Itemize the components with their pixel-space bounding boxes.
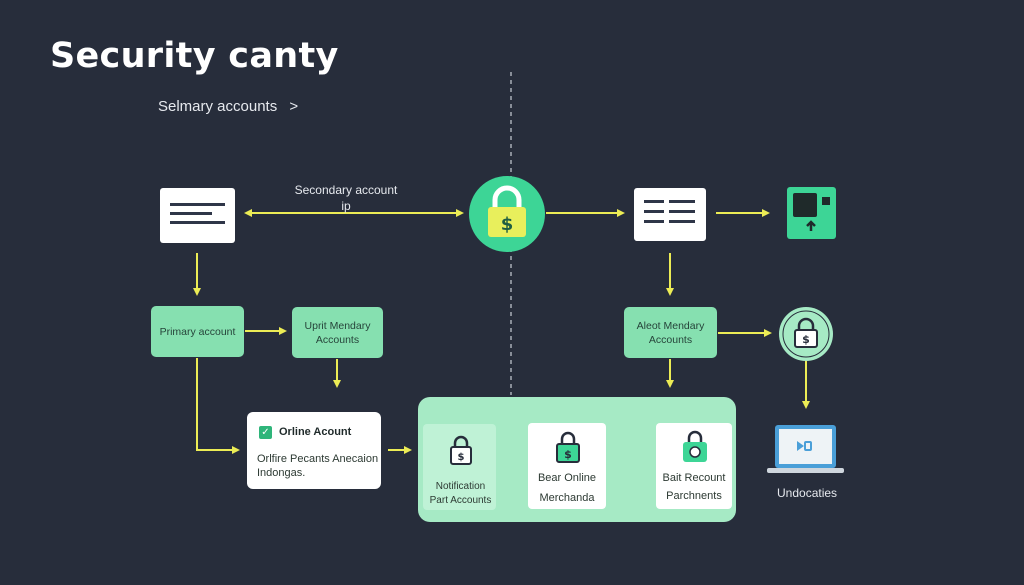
breadcrumb-label: Selmary accounts	[158, 98, 278, 115]
accounts-panel: $ Notification Part Accounts $ Bear Onli…	[418, 397, 736, 522]
page-title: Security canty	[50, 36, 339, 76]
laptop-icon	[767, 425, 844, 475]
online-account-body: Orlfire Pecants Anecaion Indongas.	[257, 453, 379, 479]
aleot-mendary-box[interactable]: Aleot Mendary Accounts	[624, 307, 717, 358]
upit-mendary-label: Uprit Mendary Accounts	[304, 319, 371, 346]
aleot-mendary-label: Aleot Mendary Accounts	[636, 319, 705, 346]
chevron-right-icon: >	[289, 98, 299, 115]
upit-mendary-box[interactable]: Uprit Mendary Accounts	[292, 307, 383, 358]
online-account-card[interactable]: ✓ Orline Acount Orlfire Pecants Anecaion…	[247, 412, 381, 489]
svg-text:$: $	[802, 333, 810, 346]
breadcrumb[interactable]: Selmary accounts >	[158, 98, 298, 115]
svg-text:$: $	[501, 214, 514, 235]
lock-circle-icon	[683, 430, 707, 462]
bear-online-card[interactable]: $ Bear Online Merchanda	[528, 423, 606, 509]
lock-dollar-icon: $	[450, 435, 472, 465]
svg-text:$: $	[458, 452, 465, 463]
bait-recount-label: Bait Recount Parchnents	[662, 472, 726, 502]
arrow-primary-to-online	[196, 358, 240, 454]
secondary-account-label: Secondary account ip	[294, 183, 398, 213]
primary-account-label: Primary account	[159, 325, 236, 338]
checkbox-icon[interactable]: ✓	[259, 426, 272, 439]
document-icon-left	[160, 188, 235, 243]
notification-card[interactable]: $ Notification Part Accounts	[423, 424, 496, 510]
primary-account-box[interactable]: Primary account	[151, 306, 244, 357]
online-account-title: Orline Acount	[279, 426, 352, 438]
lock-dollar-icon: $	[556, 431, 580, 463]
lock-dollar-icon-small: $	[779, 307, 833, 361]
door-exit-icon	[787, 187, 836, 239]
bait-recount-card[interactable]: Bait Recount Parchnents	[656, 423, 732, 509]
lock-dollar-icon: $	[469, 176, 545, 252]
laptop-label: Undocaties	[777, 486, 838, 500]
notification-label: Notification Part Accounts	[429, 481, 492, 506]
bear-online-label: Bear Online Merchanda	[537, 472, 597, 504]
document-icon-right	[634, 188, 706, 241]
svg-text:$: $	[564, 448, 572, 461]
